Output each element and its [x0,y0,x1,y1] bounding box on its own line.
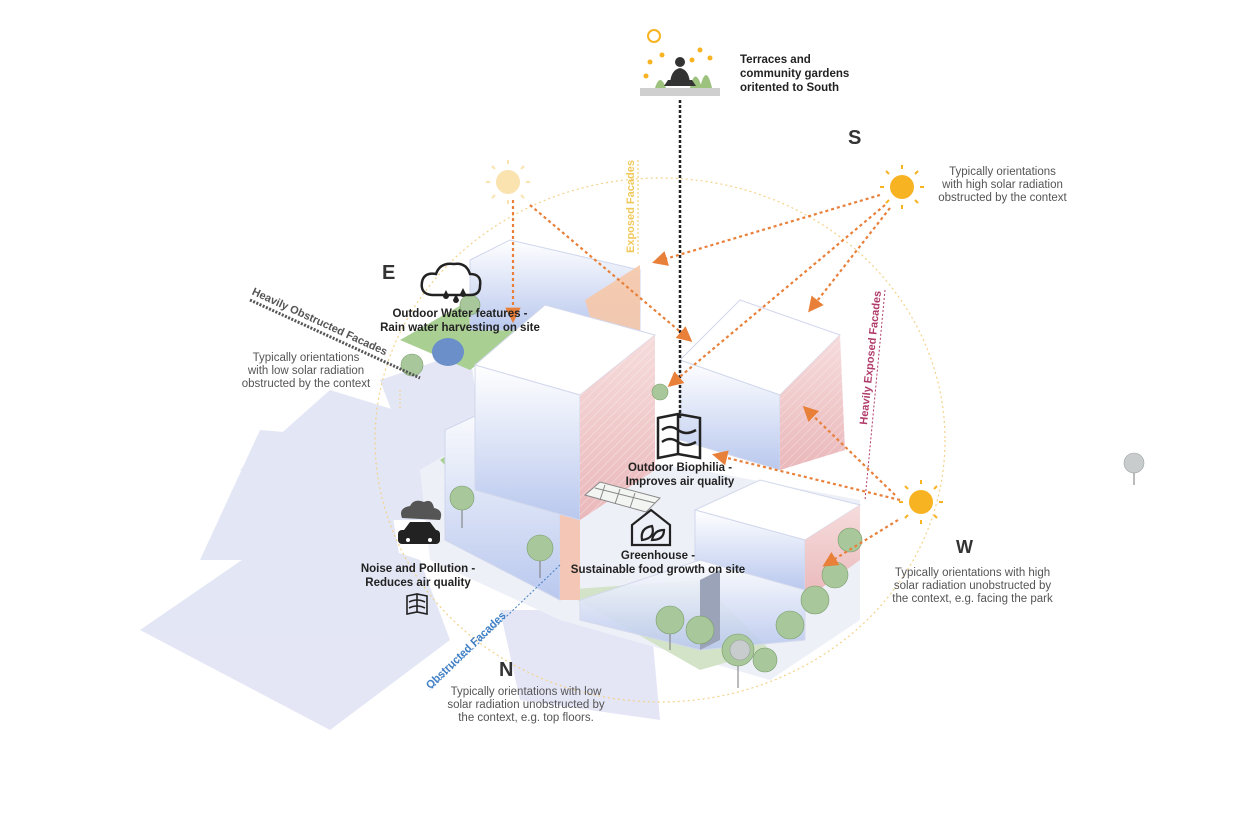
biophilia-label: Outdoor Biophilia - Improves air quality [625,462,735,488]
sun-icon-west [899,480,943,524]
rain-cloud-icon [420,262,482,303]
water-pond [432,338,464,366]
small-window-icon [406,593,428,615]
north-note: Typically orientations with low solar ra… [447,686,605,724]
direction-north: N [499,659,514,681]
greenhouse-structure [583,481,661,513]
sun-icon-east [486,160,530,204]
west-note: Typically orientations with high solar r… [892,567,1053,605]
solar-path-ring [374,177,946,703]
facade-lines [249,100,886,691]
direction-south: S [848,127,862,149]
south-note: Typically orientations with high solar r… [938,166,1067,204]
greenhouse-label: Greenhouse - Sustainable food growth on … [570,550,746,576]
solar-arrows [505,193,901,567]
exposed-facades-label: Exposed Facades [625,160,637,253]
heavily-obstructed-line [249,298,421,380]
water-features-label: Outdoor Water features - Rain water harv… [380,308,540,334]
sun-icon-south [880,165,924,209]
terrace-garden-icon [640,29,720,96]
biophilia-window-icon [656,412,702,460]
direction-west: W [956,537,973,557]
pollution-car-icon [398,500,442,544]
terraces-label: Terraces and community gardens oritented… [740,54,850,94]
heavily-exposed-line [864,289,886,501]
direction-east: E [382,262,396,284]
greenhouse-leaf-icon [630,508,672,547]
east-note: Typically orientations with low solar ra… [241,352,371,390]
noise-pollution-label: Noise and Pollution - Reduces air qualit… [360,563,476,589]
building-shadows [140,350,660,730]
